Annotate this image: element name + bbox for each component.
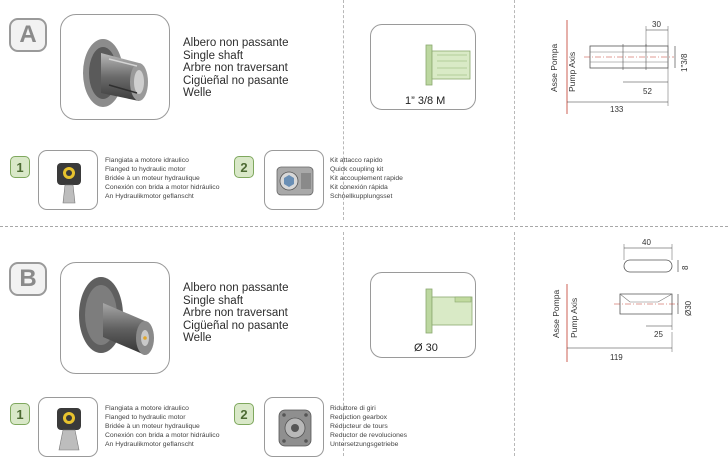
accessory-line: Flangiata a motore idraulico — [105, 157, 189, 164]
title-line: Welle — [183, 332, 212, 345]
axis-label-it: Asse Pompa — [549, 44, 559, 92]
accessory-line: Conexión con brida a motor hidráulico — [105, 432, 220, 440]
quick-coupling-kit-image — [276, 166, 314, 196]
shaft-profile-box — [370, 272, 476, 358]
technical-drawing: 40 8 Asse Pompa Pump Axis Ø30 25 119 — [551, 238, 693, 362]
dimension-key: 8 — [681, 265, 690, 270]
accessory-line: Bridée à un moteur hydraulique — [105, 175, 200, 183]
accessory-line: Kit attacco rapido — [330, 157, 383, 164]
shaft-image — [79, 277, 154, 355]
title-line: Arbre non traversant — [183, 62, 288, 75]
section-a: A Albero non passante Single shaft Arbre… — [0, 0, 728, 222]
title-line: Single shaft — [183, 294, 244, 307]
accessory-photo — [264, 150, 324, 210]
column-divider — [343, 232, 344, 456]
title-line: Albero non passante — [183, 37, 289, 49]
hydraulic-motor-flange-image — [57, 408, 81, 451]
shaft-size-label: 1” 3/8 M — [405, 95, 446, 107]
title-line: Arbre non traversant — [183, 307, 288, 320]
accessory-number-badge: 1 — [10, 156, 30, 178]
accessory-photo — [264, 397, 324, 457]
accessory-number-badge: 2 — [234, 403, 254, 425]
shaft-image — [83, 39, 148, 107]
column-divider — [343, 0, 344, 220]
accessory-line: Flanged to hydraulic motor — [105, 414, 186, 422]
accessory-text: Riduttore di giri Reduction gearbox Rédu… — [330, 404, 407, 449]
section-letter-badge: B — [9, 262, 47, 296]
spline-shaft-icon — [425, 44, 471, 86]
dimension-inner: 52 — [643, 87, 652, 96]
title-line: Albero non passante — [183, 282, 289, 294]
accessory-line: Flangiata a motore idraulico — [105, 405, 189, 412]
shaft-title-lines: Albero non passante Single shaft Arbre n… — [183, 282, 289, 345]
accessory-number-badge: 1 — [10, 403, 30, 425]
title-line: Welle — [183, 87, 212, 100]
accessory-line: An Hydraulikmotor geflanscht — [105, 193, 194, 201]
accessory-number-badge: 2 — [234, 156, 254, 178]
shaft-title-lines: Albero non passante Single shaft Arbre n… — [183, 37, 289, 100]
accessory-line: Kit accouplement rapide — [330, 175, 403, 183]
accessory-line: An Hydraulikmotor geflanscht — [105, 441, 194, 449]
accessory-line: Conexión con brida a motor hidráulico — [105, 184, 220, 192]
accessory-line: Reduction gearbox — [330, 414, 388, 422]
accessory-line: Riduttore di giri — [330, 405, 376, 412]
dimension-total: 133 — [610, 105, 624, 114]
accessory-line: Reductor de revoluciones — [330, 432, 408, 440]
accessory-line: Untersetzungsgetriebe — [330, 441, 399, 449]
accessory-text: Kit attacco rapido Quick coupling kit Ki… — [330, 156, 403, 201]
accessory-text: Flangiata a motore idraulico Flanged to … — [105, 156, 219, 201]
accessory-line: Schnellkupplungsset — [330, 193, 393, 201]
accessory-line: Bridée à un moteur hydraulique — [105, 423, 200, 431]
accessory-line: Quick coupling kit — [330, 166, 384, 174]
spline-profile-box — [370, 24, 476, 110]
accessory-photo — [38, 397, 98, 457]
axis-label-en: Pump Axis — [569, 298, 579, 338]
dimension-inner: 25 — [654, 330, 663, 339]
shaft-photo — [60, 262, 170, 374]
title-line: Cigüeñal no pasante — [183, 319, 289, 332]
dimension-side: 1"3/8 — [680, 53, 689, 72]
title-line: Single shaft — [183, 49, 244, 62]
accessory-text: Flangiata a motore idraulico Flanged to … — [105, 404, 219, 449]
shaft-photo — [60, 14, 170, 120]
column-divider — [514, 0, 515, 220]
title-line: Cigüeñal no pasante — [183, 74, 289, 87]
axis-label-en: Pump Axis — [567, 52, 577, 92]
accessory-line: Flanged to hydraulic motor — [105, 166, 186, 174]
plain-shaft-icon — [425, 288, 473, 334]
section-letter-badge: A — [9, 18, 47, 52]
section-b: B Albero non passante Single shaft Arbre… — [0, 232, 728, 463]
reduction-gearbox-image — [278, 409, 312, 447]
section-divider — [0, 226, 728, 227]
technical-drawing: Asse Pompa Pump Axis 30 1"3/8 52 133 — [549, 20, 689, 114]
dimension-total: 119 — [610, 353, 623, 362]
dimension-top: 40 — [642, 238, 651, 247]
hydraulic-motor-flange-image — [57, 163, 81, 204]
accessory-photo — [38, 150, 98, 210]
dimension-side: Ø30 — [684, 300, 693, 316]
dimension-top: 30 — [652, 20, 661, 29]
accessory-line: Réducteur de tours — [330, 423, 388, 431]
shaft-size-label: Ø 30 — [414, 342, 438, 354]
accessory-line: Kit conexión rápida — [330, 184, 388, 192]
axis-label-it: Asse Pompa — [551, 290, 561, 338]
column-divider — [514, 232, 515, 456]
